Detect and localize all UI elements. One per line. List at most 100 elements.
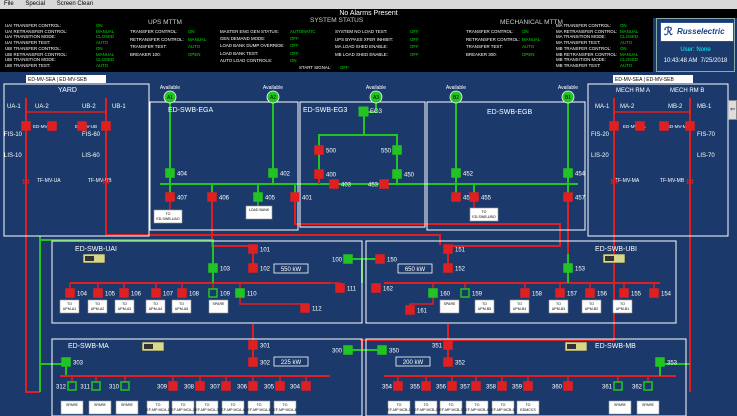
breaker-106[interactable] xyxy=(119,288,129,298)
menu-screen-clean[interactable]: Screen Clean xyxy=(56,1,94,7)
breaker-153[interactable] xyxy=(563,263,573,273)
breaker-361[interactable] xyxy=(613,381,623,391)
breaker-112[interactable] xyxy=(300,303,310,313)
breaker-452[interactable] xyxy=(451,168,461,178)
breaker-312[interactable] xyxy=(67,381,77,391)
breaker-353[interactable] xyxy=(655,357,665,367)
load-ubi-2[interactable] xyxy=(509,299,530,314)
breaker-303[interactable] xyxy=(61,357,71,367)
breaker-302[interactable] xyxy=(248,357,258,367)
breaker-550[interactable] xyxy=(392,145,402,155)
gen-A1-icon[interactable] xyxy=(163,90,177,104)
load-ma-4[interactable] xyxy=(171,400,195,415)
breaker-158[interactable] xyxy=(520,288,530,298)
breaker-500[interactable] xyxy=(314,145,324,155)
breaker-100[interactable] xyxy=(343,254,353,264)
breaker-yard-ma2[interactable] xyxy=(635,121,645,131)
load-to-ed-swb-uao[interactable] xyxy=(153,209,183,224)
breaker-300[interactable] xyxy=(343,345,353,355)
load-ma-7[interactable] xyxy=(247,400,271,415)
breaker-150[interactable] xyxy=(375,254,385,264)
gen-A3-icon[interactable] xyxy=(369,90,383,104)
breaker-308[interactable] xyxy=(195,381,205,391)
breaker-104[interactable] xyxy=(65,288,75,298)
breaker-450[interactable] xyxy=(392,169,402,179)
breaker-400[interactable] xyxy=(314,169,324,179)
breaker-111[interactable] xyxy=(335,283,345,293)
load-mb-0[interactable] xyxy=(387,400,411,415)
load-uai-3[interactable] xyxy=(145,299,166,314)
breaker-310[interactable] xyxy=(120,381,130,391)
load-mb-3[interactable] xyxy=(465,400,489,415)
load-ubi-0[interactable] xyxy=(439,299,460,314)
load-mb-5[interactable] xyxy=(516,400,540,415)
breaker-155[interactable] xyxy=(619,288,629,298)
breaker-457[interactable] xyxy=(563,192,573,202)
breaker-yard-mb1[interactable] xyxy=(685,121,695,131)
breaker-154[interactable] xyxy=(649,288,659,298)
breaker-406[interactable] xyxy=(207,192,217,202)
breaker-453[interactable] xyxy=(379,179,389,189)
load-ma-3[interactable] xyxy=(146,400,170,415)
breaker-305[interactable] xyxy=(275,381,285,391)
load-ma-0[interactable] xyxy=(60,400,84,415)
breaker-451[interactable] xyxy=(451,192,461,202)
load-ubi-3[interactable] xyxy=(548,299,569,314)
breaker-355[interactable] xyxy=(421,381,431,391)
breaker-454[interactable] xyxy=(563,168,573,178)
breaker-403[interactable] xyxy=(329,179,339,189)
breaker-402[interactable] xyxy=(268,168,278,178)
breaker-401[interactable] xyxy=(290,192,300,202)
gen-B1-icon[interactable] xyxy=(561,90,575,104)
breaker-358[interactable] xyxy=(497,381,507,391)
breaker-eg3[interactable] xyxy=(358,106,369,117)
breaker-yard-ma1[interactable] xyxy=(609,121,619,131)
breaker-309[interactable] xyxy=(168,381,178,391)
breaker-102[interactable] xyxy=(248,263,258,273)
breaker-157[interactable] xyxy=(555,288,565,298)
load-uai-5[interactable] xyxy=(208,299,229,314)
load-mb-7[interactable] xyxy=(636,400,660,415)
breaker-yard-ub1[interactable] xyxy=(101,121,111,131)
load-uai-2[interactable] xyxy=(114,299,135,314)
breaker-359[interactable] xyxy=(523,381,533,391)
breaker-160[interactable] xyxy=(428,288,438,298)
breaker-103[interactable] xyxy=(208,263,218,273)
breaker-yard-ub2[interactable] xyxy=(77,121,87,131)
breaker-109[interactable] xyxy=(208,288,218,298)
breaker-311[interactable] xyxy=(91,381,101,391)
load-ubi-4[interactable] xyxy=(581,299,602,314)
breaker-105[interactable] xyxy=(93,288,103,298)
breaker-352[interactable] xyxy=(443,357,453,367)
breaker-yard-mb2[interactable] xyxy=(659,121,669,131)
load-ma-5[interactable] xyxy=(195,400,219,415)
breaker-350[interactable] xyxy=(377,345,387,355)
gen-B2-icon[interactable] xyxy=(449,90,463,104)
load-ma-6[interactable] xyxy=(221,400,245,415)
load-mb-1[interactable] xyxy=(414,400,438,415)
load-bank-box[interactable] xyxy=(245,205,273,220)
breaker-362[interactable] xyxy=(643,381,653,391)
breaker-161[interactable] xyxy=(405,305,415,315)
load-ubi-5[interactable] xyxy=(612,299,633,314)
breaker-455[interactable] xyxy=(469,192,479,202)
breaker-yard-ua1[interactable] xyxy=(21,121,31,131)
load-ubi-1[interactable] xyxy=(474,299,495,314)
breaker-159[interactable] xyxy=(460,288,470,298)
load-to-ed-swb-ubo[interactable] xyxy=(469,207,499,222)
breaker-360[interactable] xyxy=(563,381,573,391)
load-uai-0[interactable] xyxy=(59,299,80,314)
load-ma-1[interactable] xyxy=(88,400,112,415)
breaker-101[interactable] xyxy=(248,244,258,254)
breaker-356[interactable] xyxy=(447,381,457,391)
breaker-304[interactable] xyxy=(301,381,311,391)
menu-file[interactable]: File xyxy=(4,1,14,7)
load-mb-2[interactable] xyxy=(439,400,463,415)
breaker-110[interactable] xyxy=(235,288,245,298)
breaker-407[interactable] xyxy=(165,192,175,202)
gen-A2-icon[interactable] xyxy=(266,90,280,104)
breaker-301[interactable] xyxy=(248,340,258,350)
breaker-306[interactable] xyxy=(248,381,258,391)
load-mb-6[interactable] xyxy=(608,400,632,415)
breaker-404[interactable] xyxy=(165,168,175,178)
